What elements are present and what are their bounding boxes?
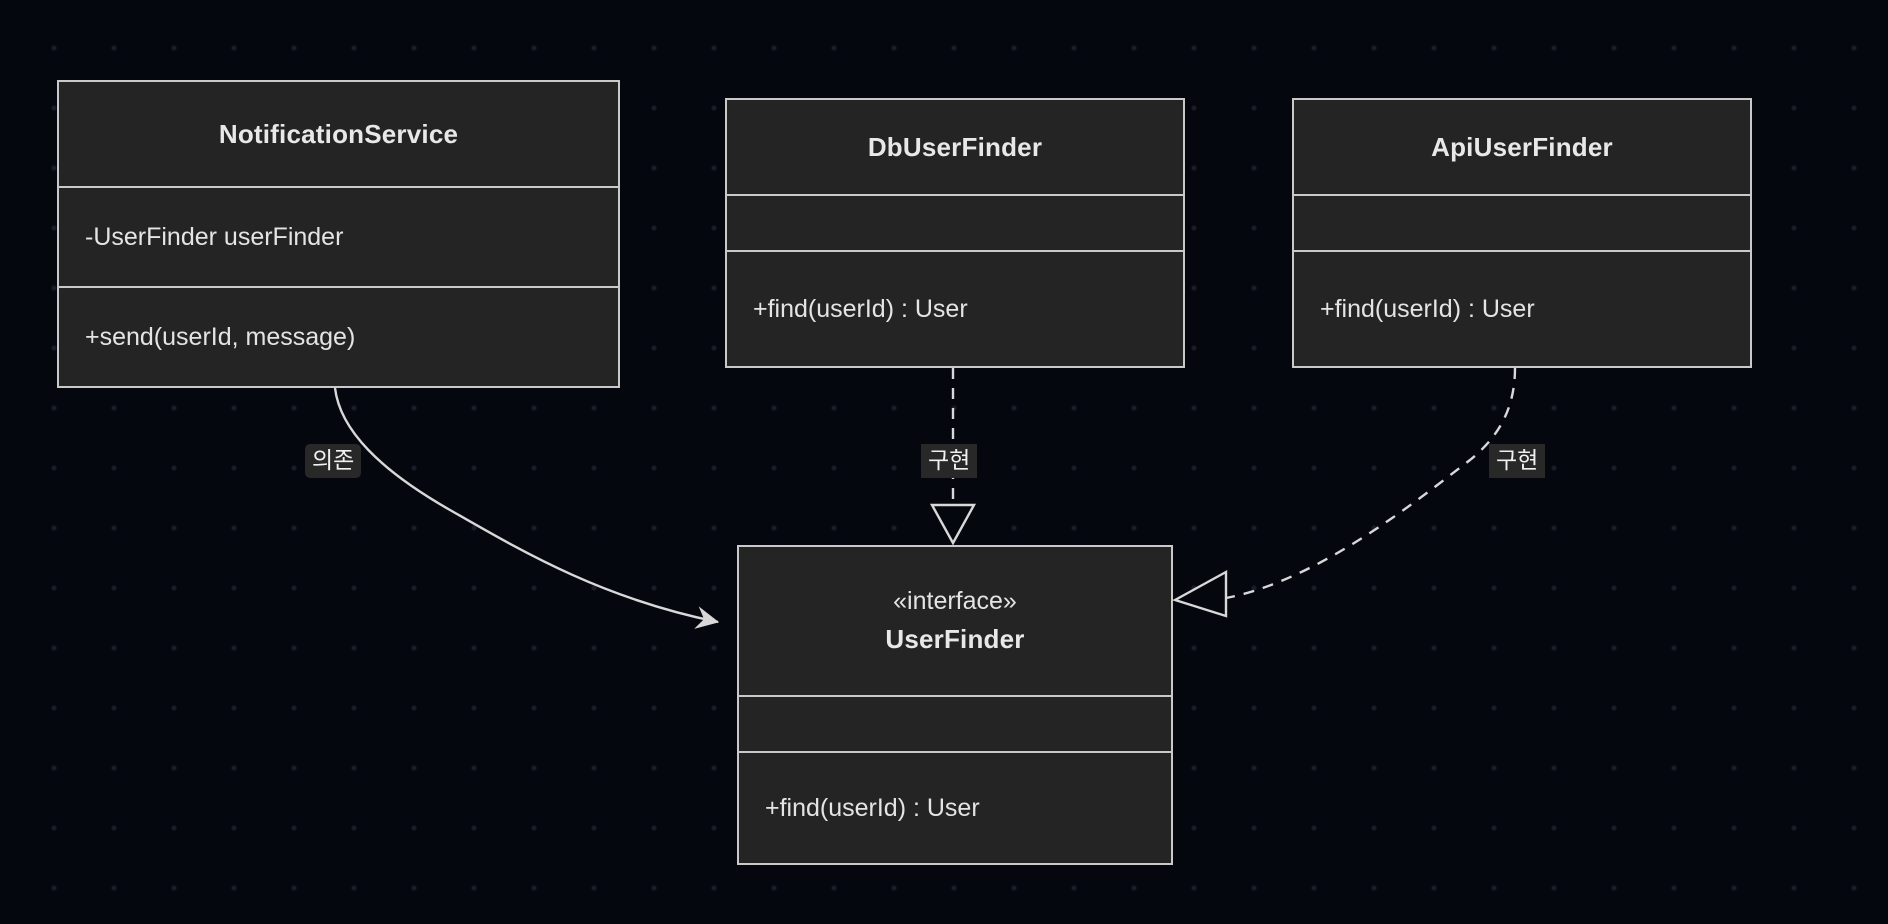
class-attributes-compartment <box>739 695 1171 751</box>
class-name: DbUserFinder <box>867 131 1043 162</box>
class-title-compartment: DbUserFinder <box>727 100 1183 194</box>
class-operations-compartment: +send(userId, message) <box>59 286 618 386</box>
class-box-api-user-finder[interactable]: ApiUserFinder +find(userId) : User <box>1292 98 1752 368</box>
class-box-user-finder-interface[interactable]: «interface» UserFinder +find(userId) : U… <box>737 545 1173 865</box>
class-operation: +send(userId, message) <box>85 322 356 351</box>
class-operations-compartment: +find(userId) : User <box>739 751 1171 863</box>
class-title-compartment: ApiUserFinder <box>1294 100 1750 194</box>
hollow-triangle-icon-db <box>929 503 977 546</box>
class-box-db-user-finder[interactable]: DbUserFinder +find(userId) : User <box>725 98 1185 368</box>
interface-stereotype: «interface» <box>893 587 1017 615</box>
edge-label-dependency: 의존 <box>305 444 362 479</box>
class-operations-compartment: +find(userId) : User <box>1294 250 1750 366</box>
class-attribute: -UserFinder userFinder <box>85 222 344 251</box>
class-name: UserFinder <box>885 624 1025 654</box>
class-attributes-compartment: -UserFinder userFinder <box>59 186 618 286</box>
class-operation: +find(userId) : User <box>753 294 968 323</box>
edge-impl-api-line <box>1225 367 1517 600</box>
class-attributes-compartment <box>727 194 1183 250</box>
edge-label-impl-db: 구현 <box>921 444 978 479</box>
class-attributes-compartment <box>1294 194 1750 250</box>
hollow-triangle-icon-api <box>1171 569 1228 618</box>
class-operation: +find(userId) : User <box>765 793 980 822</box>
class-operation: +find(userId) : User <box>1320 294 1535 323</box>
class-name: NotificationService <box>218 118 459 149</box>
class-title-compartment: NotificationService <box>59 82 618 186</box>
interface-title-compartment: «interface» UserFinder <box>739 547 1171 695</box>
class-operations-compartment: +find(userId) : User <box>727 250 1183 366</box>
class-box-notification-service[interactable]: NotificationService -UserFinder userFind… <box>57 80 620 388</box>
class-name: ApiUserFinder <box>1431 131 1613 162</box>
edge-dependency-line <box>333 387 720 629</box>
edge-label-impl-api: 구현 <box>1489 444 1546 479</box>
